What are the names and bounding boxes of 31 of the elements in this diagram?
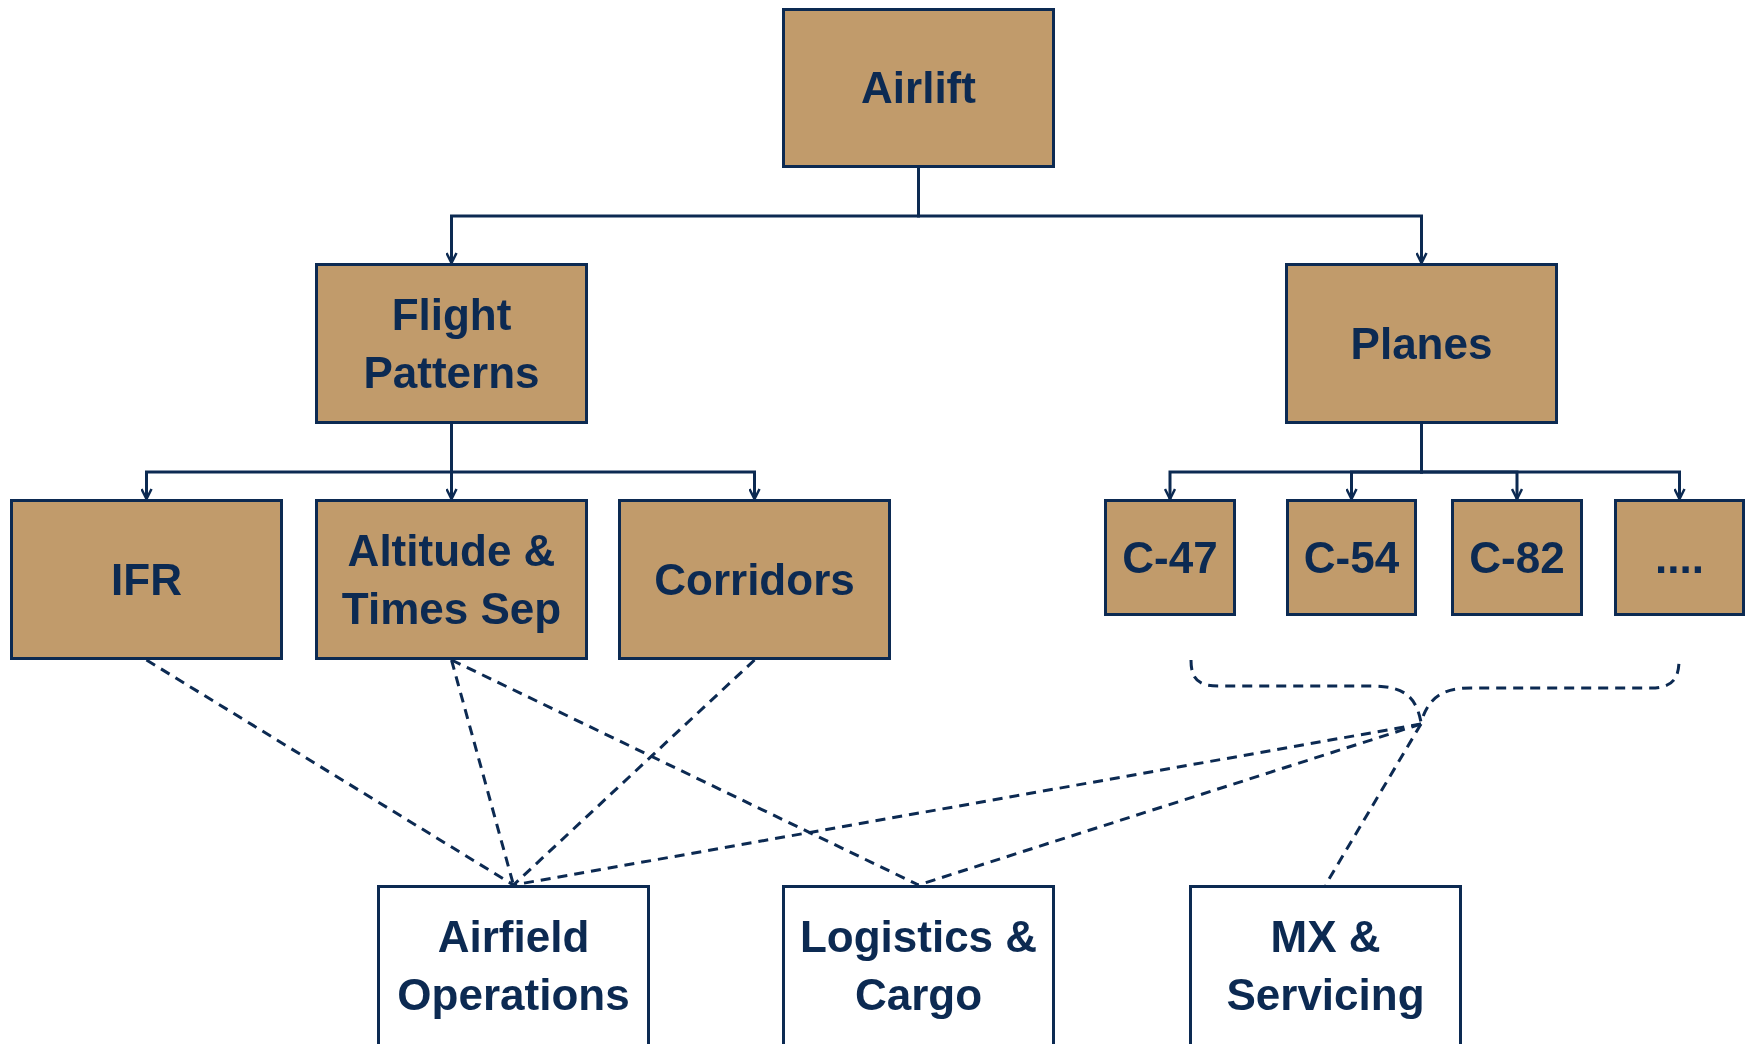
node-label: Logistics & Cargo (798, 911, 1039, 1021)
node-box (1189, 885, 1462, 1044)
node-box (1614, 499, 1745, 616)
node-box (1451, 499, 1583, 616)
node-box (10, 499, 283, 660)
dashed-connector (450, 658, 920, 887)
node-label: C-47 (1122, 531, 1218, 584)
node-label: MX & Servicing (1225, 911, 1426, 1021)
node-box (377, 885, 650, 1044)
dashed-connector (918, 722, 1422, 887)
node-label: Flight Patterns (362, 288, 541, 399)
node-label: Planes (1350, 317, 1493, 370)
node-label: Corridors (654, 553, 855, 606)
node-box (618, 499, 891, 660)
node-label: IFR (111, 553, 182, 606)
node-box (782, 885, 1055, 1044)
dashed-connector (145, 658, 515, 887)
dashed-connector (450, 659, 515, 886)
node-box (1286, 499, 1417, 616)
node-label: Altitude & Times Sep (340, 524, 563, 635)
node-label: Airlift (861, 62, 976, 114)
node-box (315, 499, 588, 660)
arrow (450, 424, 761, 501)
node-box (1285, 263, 1558, 424)
node-box (315, 263, 588, 424)
node-box (1104, 499, 1236, 616)
node-label: C-54 (1303, 531, 1400, 584)
node-label: Airfield Operations (396, 911, 631, 1021)
node-label: C-82 (1469, 531, 1565, 584)
node-box (782, 8, 1055, 168)
node-label: .... (1655, 531, 1704, 584)
